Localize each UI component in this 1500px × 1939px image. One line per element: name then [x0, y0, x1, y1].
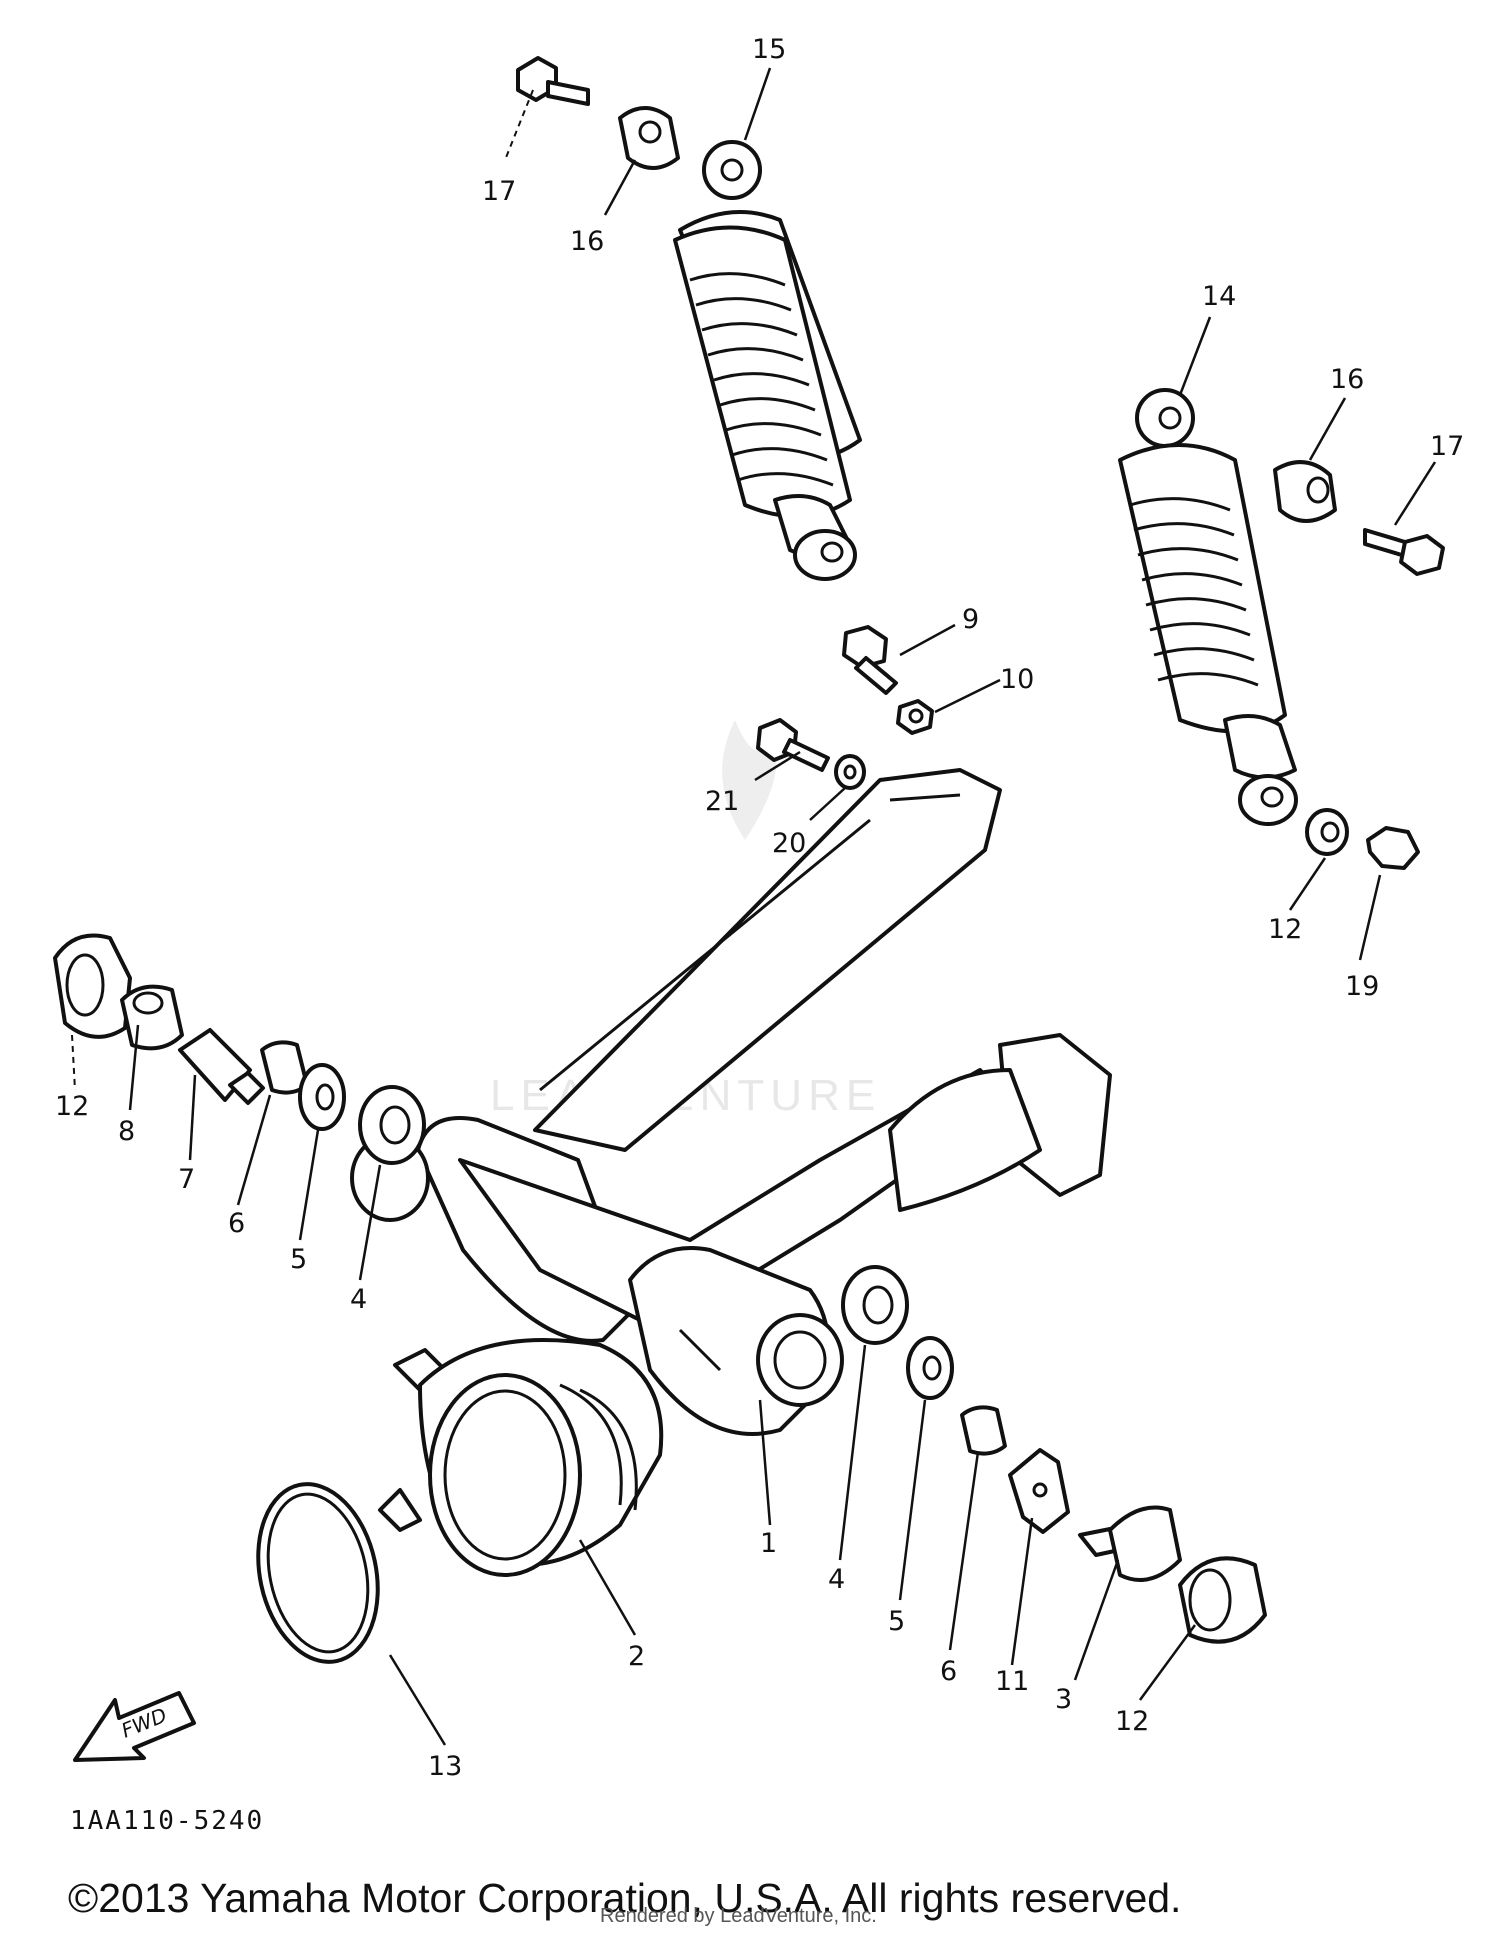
- shock-absorber-15[interactable]: [673, 140, 862, 581]
- copyright-notice: ©2013 Yamaha Motor Corporation, U.S.A. A…: [68, 1875, 1182, 1921]
- cap-12-right[interactable]: [1178, 1556, 1267, 1644]
- callout-15: 15: [752, 34, 786, 65]
- washer-20[interactable]: [834, 754, 866, 790]
- callout-9: 9: [962, 604, 979, 635]
- fwd-arrow-icon: FWD: [73, 1691, 196, 1762]
- callouts: 15 17 16 14 16 17 9 10 21 20 12 19 12 8 …: [55, 34, 1464, 1782]
- callout-5-left: 5: [290, 1244, 307, 1275]
- callout-17-right: 17: [1430, 431, 1464, 462]
- bearing-4-right[interactable]: [841, 1265, 909, 1345]
- callout-14: 14: [1202, 281, 1236, 312]
- watermark-flame-icon: [722, 720, 777, 840]
- callout-1: 1: [760, 1528, 777, 1559]
- callout-13: 13: [428, 1751, 462, 1782]
- bolt-17-right[interactable]: [1363, 528, 1445, 576]
- bearing-4-left[interactable]: [358, 1085, 426, 1165]
- callout-8: 8: [118, 1116, 135, 1147]
- callout-4-right: 4: [828, 1564, 845, 1595]
- callout-3: 3: [1055, 1684, 1072, 1715]
- spacer-16-right[interactable]: [1273, 460, 1337, 523]
- callout-7: 7: [178, 1164, 195, 1195]
- rear-arm-1[interactable]: [350, 768, 1112, 1436]
- nut-19[interactable]: [1366, 826, 1420, 870]
- callout-12-upper-right: 12: [1268, 914, 1302, 945]
- washer-5-right[interactable]: [906, 1336, 954, 1400]
- callout-19: 19: [1345, 971, 1379, 1002]
- bolt-9[interactable]: [842, 625, 898, 695]
- collar-8[interactable]: [120, 984, 184, 1051]
- gear-case-2[interactable]: [378, 1338, 664, 1577]
- callout-10: 10: [1000, 664, 1034, 695]
- callout-2: 2: [628, 1641, 645, 1672]
- ring-13[interactable]: [243, 1473, 394, 1673]
- callout-4-left: 4: [350, 1284, 367, 1315]
- spacer-16-left[interactable]: [618, 106, 680, 170]
- plate-11[interactable]: [1008, 1448, 1070, 1534]
- callout-16-right: 16: [1330, 364, 1364, 395]
- washer-5-left[interactable]: [298, 1063, 346, 1131]
- bolt-17-left[interactable]: [516, 56, 590, 106]
- callout-12-right: 12: [1115, 1706, 1149, 1737]
- shock-absorber-14[interactable]: [1118, 388, 1298, 826]
- callout-6-right: 6: [940, 1656, 957, 1687]
- callout-17-left: 17: [482, 176, 516, 207]
- pivot-shaft-7[interactable]: [178, 1028, 265, 1105]
- rendered-by-notice: Rendered by LeadVenture, Inc.: [600, 1905, 877, 1927]
- callout-12-left: 12: [55, 1091, 89, 1122]
- pivot-shaft-3[interactable]: [1078, 1505, 1182, 1582]
- callout-21: 21: [705, 786, 739, 817]
- bolt-21[interactable]: [756, 718, 830, 772]
- callout-16-left: 16: [570, 226, 604, 257]
- callout-6-left: 6: [228, 1208, 245, 1239]
- callout-5-right: 5: [888, 1606, 905, 1637]
- bushing-12-upper-right[interactable]: [1305, 808, 1349, 856]
- bushing-6-right[interactable]: [960, 1405, 1007, 1456]
- leader-lines: [71, 67, 1437, 1746]
- diagram-reference-code: 1AA110-5240: [70, 1806, 265, 1836]
- callout-20: 20: [772, 828, 806, 859]
- nut-10[interactable]: [896, 699, 934, 735]
- nut-12-left[interactable]: [53, 933, 132, 1039]
- callout-11: 11: [995, 1666, 1029, 1697]
